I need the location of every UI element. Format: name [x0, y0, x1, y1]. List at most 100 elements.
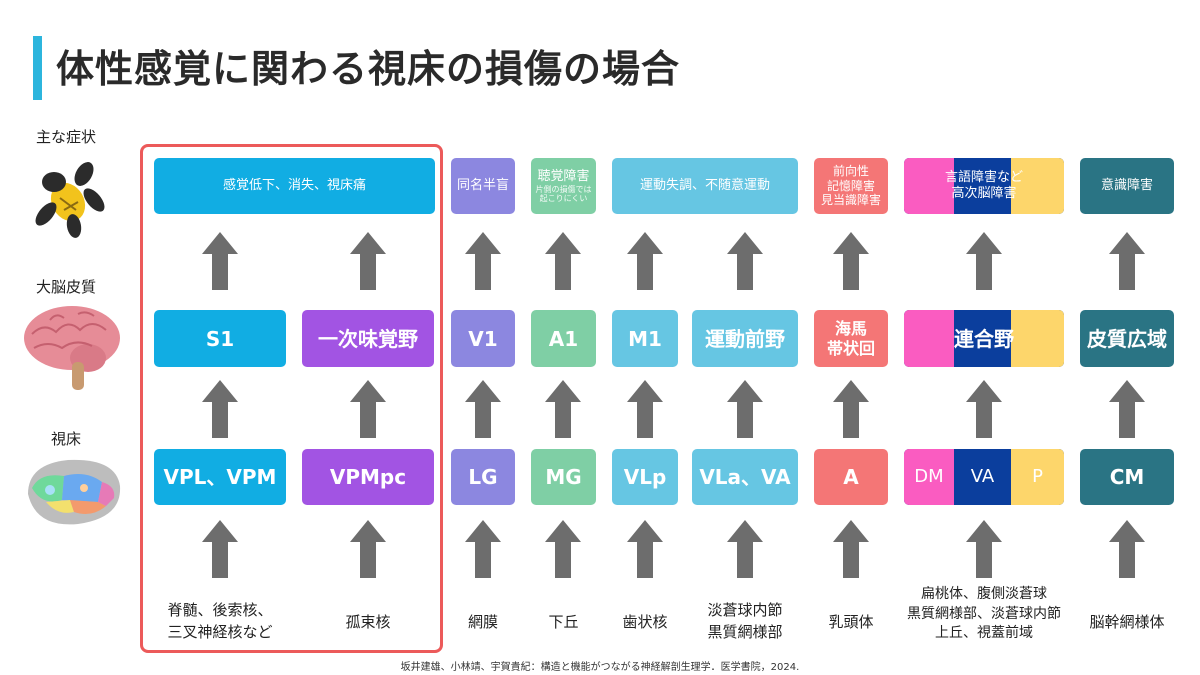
symptom-note: 起こりにくい	[539, 193, 588, 203]
source-line: 三叉神経核など	[167, 622, 273, 641]
cortex-box-hippocampus: 海馬 帯状回	[814, 310, 888, 367]
source-line: 上丘、視蓋前域	[935, 625, 1033, 642]
segment-dm	[904, 158, 954, 214]
thalamus-label: CM	[1109, 465, 1145, 489]
up-arrow-icon	[202, 380, 238, 438]
cortex-box-m1: M1	[612, 310, 678, 367]
symptom-label: 前向性	[832, 164, 869, 179]
page-title: 体性感覚に関わる視床の損傷の場合	[56, 47, 681, 91]
symptom-label: 見当識障害	[820, 193, 881, 208]
up-arrow-icon	[1109, 520, 1145, 578]
thalamus-box-mg: MG	[531, 449, 596, 505]
segment-p	[1011, 310, 1064, 367]
up-arrow-icon	[727, 380, 763, 438]
symptom-text: 言語障害など 高次脳障害	[904, 158, 1064, 214]
row-label-cortex: 大脳皮質	[35, 278, 96, 296]
symptom-label: 聴覚障害	[537, 169, 590, 185]
source-line: 淡蒼球内節	[707, 601, 783, 619]
source-line: 脊髄、後索核、	[167, 601, 273, 619]
symptom-box-association: 言語障害など 高次脳障害	[904, 158, 1064, 214]
brain-icon	[24, 306, 120, 390]
up-arrow-icon	[833, 232, 869, 290]
thalamus-box-association: DM VA P	[904, 449, 1064, 505]
cortex-label: 帯状回	[826, 338, 875, 358]
up-arrow-icon	[350, 520, 386, 578]
symptom-box-consciousness: 意識障害	[1080, 158, 1174, 214]
cortex-label: 運動前野	[705, 326, 785, 351]
symptom-label: 記憶障害	[826, 178, 875, 193]
up-arrow-icon	[545, 232, 581, 290]
collapsing-gorilla-icon	[35, 162, 105, 238]
thalamus-box-vpmpc: VPMpc	[302, 449, 434, 505]
source-label-basal-ganglia: 淡蒼球内節 黒質網様部	[692, 600, 798, 644]
symptom-label: 感覚低下、消失、視床痛	[222, 178, 366, 194]
source-line: 黒質網様部、淡蒼球内節	[907, 605, 1061, 622]
symptom-box-vision: 同名半盲	[451, 158, 515, 214]
source-label-solitary: 孤束核	[345, 613, 391, 631]
up-arrow-icon	[545, 380, 581, 438]
up-arrow-icon	[545, 520, 581, 578]
up-arrow-icon	[627, 520, 663, 578]
up-arrow-icon	[627, 380, 663, 438]
cortex-label: V1	[468, 326, 498, 351]
up-arrow-icon	[727, 232, 763, 290]
segment-dm	[904, 310, 954, 367]
thalamus-box-cm: CM	[1080, 449, 1174, 505]
thalamus-label: VLp	[623, 465, 667, 489]
up-arrow-icon	[465, 232, 501, 290]
symptom-label: 高次脳障害	[951, 186, 1017, 201]
up-arrow-icon	[833, 380, 869, 438]
source-label-mammillary: 乳頭体	[828, 613, 874, 631]
up-arrow-icon	[202, 232, 238, 290]
up-arrow-icon	[350, 380, 386, 438]
source-label-retina: 網膜	[467, 613, 498, 631]
thalamus-segment-va: VA	[970, 466, 995, 488]
cortex-box-widespread: 皮質広域	[1080, 310, 1174, 367]
symptom-box-somatosensory: 感覚低下、消失、視床痛	[154, 158, 435, 214]
source-line: 黒質網様部	[707, 622, 783, 641]
thalamus-label: VPMpc	[329, 465, 407, 489]
thalamus-segment-p: P	[1011, 449, 1064, 505]
thalamus-label: A	[843, 465, 859, 489]
symptom-box-motor: 運動失調、不随意運動	[612, 158, 798, 214]
cortex-box-a1: A1	[531, 310, 596, 367]
source-label-dentate: 歯状核	[622, 613, 668, 631]
segment-p	[1011, 158, 1064, 214]
cortex-label: S1	[205, 326, 235, 351]
row-label-symptoms: 主な症状	[35, 128, 96, 146]
cortex-box-v1: V1	[451, 310, 515, 367]
up-arrow-icon	[627, 232, 663, 290]
cortex-label: 皮質広域	[1087, 326, 1167, 351]
cortex-label: 一次味覚野	[318, 326, 418, 351]
up-arrow-icon	[966, 520, 1002, 578]
thalamus-box-vla-va: VLa、VA	[692, 449, 798, 505]
up-arrow-icon	[465, 520, 501, 578]
citation: 坂井建雄、小林靖、宇賀貴紀：構造と機能がつながる神経解剖生理学．医学書院，202…	[400, 662, 800, 673]
thalamus-box-a: A	[814, 449, 888, 505]
thalamus-label: LG	[468, 465, 498, 489]
thalamus-label: VLa、VA	[699, 465, 791, 489]
up-arrow-icon	[1109, 232, 1145, 290]
thalamus-label: VPL、VPM	[163, 465, 277, 489]
symptom-box-memory: 前向性 記憶障害 見当識障害	[814, 158, 888, 214]
symptom-label: 意識障害	[1100, 178, 1153, 194]
symptom-label: 運動失調、不随意運動	[639, 178, 770, 194]
up-arrow-icon	[966, 380, 1002, 438]
thalamus-box-vlp: VLp	[612, 449, 678, 505]
up-arrow-icon	[1109, 380, 1145, 438]
source-label-association: 扁桃体、腹側淡蒼球 黒質網様部、淡蒼球内節 上丘、視蓋前域	[892, 585, 1076, 644]
thalamus-icon	[28, 459, 121, 525]
source-label-inferior-colliculus: 下丘	[548, 613, 579, 631]
cortex-label: 連合野	[954, 326, 1014, 351]
cortex-box-association: 連合野	[904, 310, 1064, 367]
thalamus-label: MG	[545, 465, 582, 489]
thalamus-box-lg: LG	[451, 449, 515, 505]
symptom-box-hearing: 聴覚障害 片側の損傷では 起こりにくい	[531, 158, 596, 214]
symptom-label: 同名半盲	[456, 178, 509, 194]
symptom-label: 言語障害など	[944, 170, 1023, 186]
up-arrow-icon	[833, 520, 869, 578]
row-label-thalamus: 視床	[50, 430, 81, 448]
cortex-box-gustatory: 一次味覚野	[302, 310, 434, 367]
source-line: 扁桃体、腹側淡蒼球	[921, 586, 1047, 602]
cortex-box-premotor: 運動前野	[692, 310, 798, 367]
